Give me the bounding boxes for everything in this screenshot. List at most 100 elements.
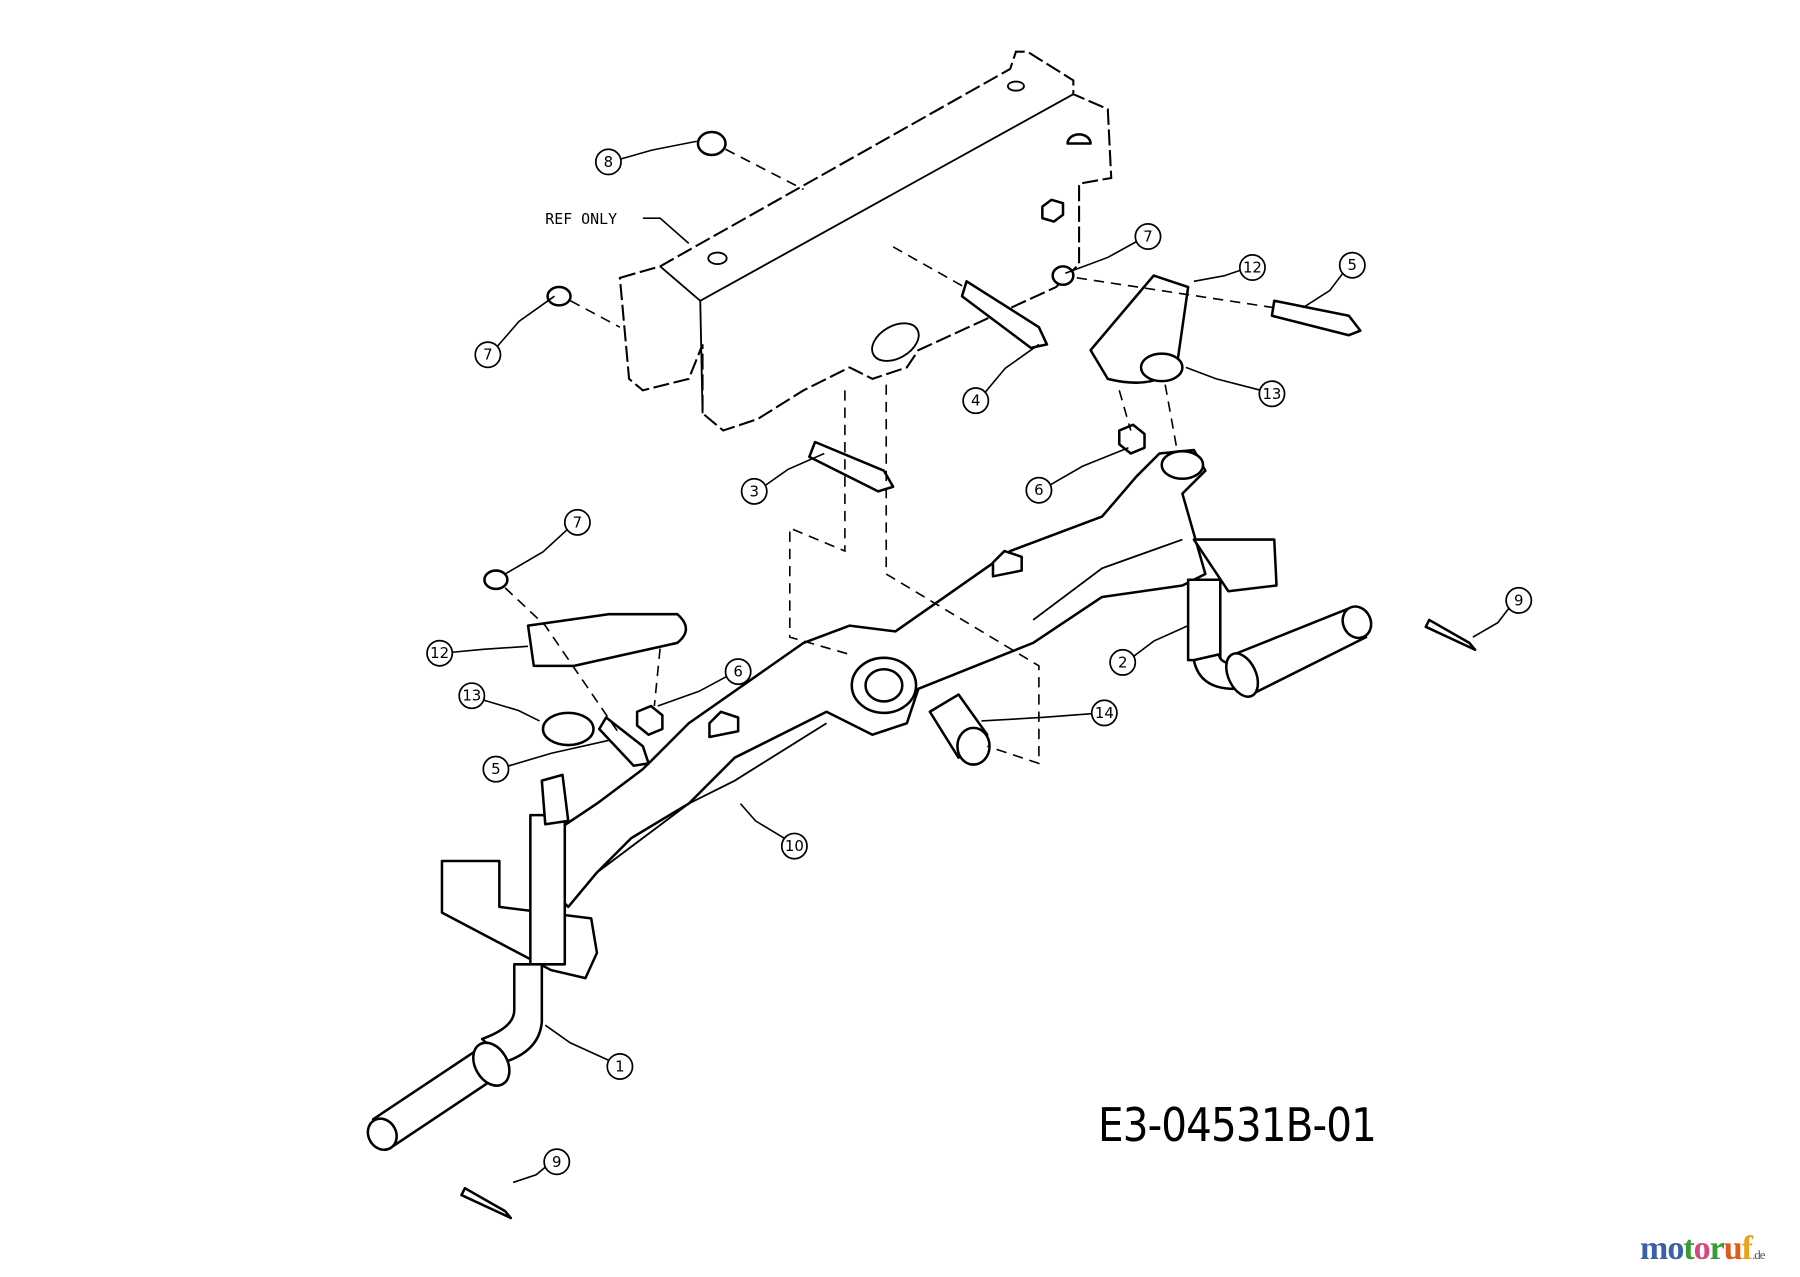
- callout-number: 2: [1118, 653, 1127, 671]
- callout-circle: [780, 832, 808, 860]
- leader-line: [657, 675, 727, 707]
- ref-only-label: REF ONLY: [545, 210, 617, 228]
- logo-letter: r: [1709, 1230, 1725, 1267]
- callout-12[interactable]: 12: [426, 639, 529, 667]
- callout-10[interactable]: 10: [739, 803, 808, 860]
- callout-circle: [426, 639, 454, 667]
- logo-letter: f: [1741, 1230, 1753, 1267]
- callout-6[interactable]: 6: [657, 658, 752, 707]
- callout-number: 7: [573, 513, 582, 531]
- callout-7[interactable]: 7: [504, 508, 591, 575]
- bolt-4: [960, 280, 1049, 350]
- flange-nut-7: [483, 569, 509, 591]
- callout-number: 5: [1348, 256, 1357, 274]
- logo-suffix: .de: [1752, 1247, 1765, 1262]
- steering-arm-12: [526, 612, 688, 668]
- callout-circle: [724, 658, 752, 686]
- logo-letter: u: [1723, 1230, 1743, 1267]
- callout-9[interactable]: 9: [1472, 586, 1533, 638]
- spacer-14: [956, 726, 991, 766]
- bushing-13: [541, 711, 595, 747]
- motoruf-logo[interactable]: motoruf.de: [1640, 1230, 1765, 1268]
- nut-6: [635, 704, 664, 736]
- leader-line: [984, 343, 1040, 393]
- leader-line: [507, 739, 609, 767]
- logo-letter: t: [1683, 1230, 1694, 1267]
- callout-2[interactable]: 2: [1109, 624, 1189, 676]
- callout-14[interactable]: 14: [981, 699, 1118, 727]
- callout-circle: [962, 387, 990, 415]
- leader-line: [544, 1024, 610, 1062]
- callout-1[interactable]: 1: [544, 1024, 634, 1080]
- callout-number: 14: [1095, 704, 1114, 722]
- callout-number: 3: [749, 482, 758, 500]
- leader-line: [504, 529, 568, 575]
- callout-number: 4: [971, 392, 980, 410]
- leader-line: [512, 1166, 546, 1184]
- leader-line: [1302, 272, 1344, 309]
- flange-nut-7: [546, 285, 572, 307]
- drawing-number: E3-04531B-01: [1098, 1098, 1377, 1152]
- callout-5[interactable]: 5: [482, 739, 609, 783]
- frame-ref-only: [618, 50, 1113, 432]
- callout-number: 9: [1514, 591, 1523, 609]
- callout-8[interactable]: 8: [594, 140, 697, 176]
- callout-circle: [482, 755, 510, 783]
- leader-line: [1065, 240, 1137, 274]
- callout-number: 9: [552, 1153, 561, 1171]
- callout-number: 6: [733, 663, 742, 681]
- callout-circle: [1338, 251, 1366, 279]
- callout-9[interactable]: 9: [512, 1148, 571, 1184]
- callout-5[interactable]: 5: [1302, 251, 1366, 309]
- callout-number: 12: [1243, 259, 1262, 277]
- callout-circle: [1505, 586, 1533, 614]
- callout-13[interactable]: 13: [1185, 366, 1286, 408]
- leader-line: [496, 295, 555, 347]
- leader-line: [1049, 446, 1129, 486]
- bolt-5: [1270, 299, 1362, 337]
- assembly-lines: [504, 148, 1275, 765]
- callout-circle: [594, 148, 622, 176]
- leader-line: [739, 803, 785, 839]
- nut-6: [1117, 423, 1146, 455]
- flange-nut-8: [696, 130, 727, 157]
- callout-4[interactable]: 4: [962, 343, 1040, 415]
- callout-3[interactable]: 3: [740, 452, 825, 505]
- callouts: 8 7 7 12 5 4 13 6 3 7 9 12 6 2 13 14 5 10 1 9: [426, 140, 1533, 1184]
- callout-circle: [563, 508, 591, 536]
- callout-circle: [606, 1052, 634, 1080]
- leader-line: [1193, 269, 1241, 283]
- leader-line: [483, 699, 540, 722]
- callout-number: 1: [615, 1057, 624, 1075]
- leader-line: [764, 452, 825, 487]
- callout-number: 13: [462, 687, 481, 705]
- callout-circle: [740, 477, 768, 505]
- callout-7[interactable]: 7: [1065, 223, 1162, 274]
- bolt-5: [597, 716, 650, 767]
- leader-line: [1133, 624, 1189, 657]
- bolt-3: [808, 440, 895, 493]
- callout-number: 8: [604, 153, 613, 171]
- callout-13[interactable]: 13: [458, 682, 540, 722]
- callout-12[interactable]: 12: [1193, 254, 1266, 283]
- callout-circle: [474, 341, 502, 369]
- leader-line: [1472, 607, 1510, 638]
- leader-line: [981, 712, 1092, 722]
- callout-6[interactable]: 6: [1025, 446, 1129, 504]
- callout-circle: [543, 1148, 571, 1176]
- logo-letter: m: [1640, 1230, 1668, 1267]
- callout-circle: [1134, 223, 1162, 250]
- logo-letter: o: [1667, 1230, 1684, 1267]
- callout-7[interactable]: 7: [474, 295, 555, 369]
- leader-line: [620, 140, 697, 160]
- callout-circle: [458, 682, 486, 710]
- flange-nut-7: [1051, 265, 1075, 286]
- cotter-pin-9: [460, 1186, 513, 1220]
- cotter-pin-9: [1424, 618, 1477, 652]
- callout-circle: [1025, 476, 1053, 504]
- callout-number: 10: [785, 837, 804, 855]
- spindle-left: [366, 773, 599, 1152]
- bushing-13: [1139, 352, 1184, 383]
- callout-circle: [1258, 380, 1286, 408]
